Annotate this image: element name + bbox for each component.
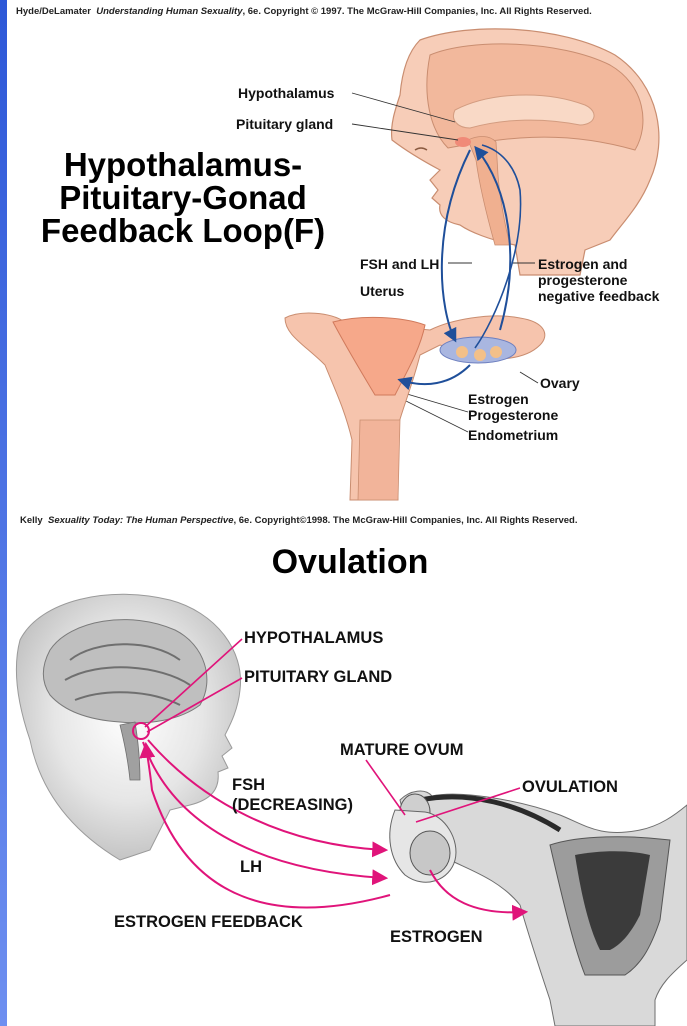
label-ovulation: OVULATION — [522, 778, 618, 797]
label-lh: LH — [240, 858, 262, 877]
label-hypothalamus-top: Hypothalamus — [238, 85, 334, 101]
label-estrogen-feedback: ESTROGEN FEEDBACK — [114, 913, 303, 932]
label-estrogen-top: Estrogen — [468, 391, 529, 407]
label-endometrium: Endometrium — [468, 427, 558, 443]
bottom-copyright: Kelly Sexuality Today: The Human Perspec… — [20, 515, 578, 526]
label-pituitary-top: Pituitary gland — [236, 116, 333, 132]
bottom-head-illustration — [16, 594, 240, 860]
top-head-illustration — [392, 29, 659, 275]
bottom-uterus-illustration — [390, 791, 687, 1026]
ovulation-title: Ovulation — [200, 545, 500, 579]
label-fsh: FSH (DECREASING) — [232, 775, 353, 815]
label-uterus: Uterus — [360, 283, 404, 299]
label-pituitary-bottom: PITUITARY GLAND — [244, 668, 392, 687]
label-progesterone: Progesterone — [468, 407, 558, 423]
label-ovary: Ovary — [540, 375, 580, 391]
label-mature-ovum: MATURE OVUM — [340, 741, 463, 760]
label-estrogen-bottom: ESTROGEN — [390, 928, 483, 947]
label-hypothalamus-bottom: HYPOTHALAMUS — [244, 629, 383, 648]
label-feedback: Estrogen and progesterone negative feedb… — [538, 256, 659, 304]
label-fsh-lh: FSH and LH — [360, 256, 439, 272]
